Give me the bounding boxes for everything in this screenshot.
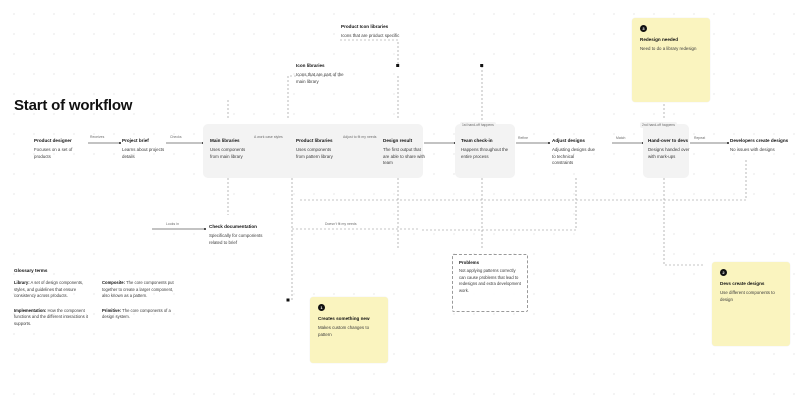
annotation-title: Product Icon libraries bbox=[341, 24, 389, 29]
node-main-libraries[interactable]: Main libraries Uses components from main… bbox=[210, 138, 252, 160]
glossary-term: Primitive: bbox=[102, 307, 122, 313]
annotation-body: Icons that are part of the main library bbox=[296, 72, 344, 84]
node-body: Uses components from main library bbox=[210, 147, 246, 159]
sticky-badge: 1 bbox=[318, 304, 325, 311]
node-title: Project brief bbox=[122, 138, 149, 143]
sticky-badge: 3 bbox=[640, 25, 647, 32]
glossary-term: Library: bbox=[14, 280, 30, 285]
node-title: Team check-in bbox=[461, 138, 493, 143]
glossary-definition: The core components of a design system. bbox=[102, 307, 171, 320]
annotation-body: Icons that are product specific bbox=[341, 33, 400, 39]
edge-label-adjust-to-fit-my-needs: Adjust to fit my needs bbox=[343, 135, 377, 139]
node-body: Designs handed over with mark-ups bbox=[648, 147, 690, 159]
node-body: Adjusting designs due to technical const… bbox=[552, 147, 595, 166]
node-title: Hand-over to devs bbox=[648, 138, 689, 143]
edge-label-repeat: Repeat bbox=[694, 136, 706, 140]
glossary-definition: How the component functions and the diff… bbox=[14, 307, 88, 326]
edge-label-doesnt-fit-my-needs: Doesn't fit my needs bbox=[325, 222, 357, 226]
node-title: Design result bbox=[383, 138, 413, 143]
sticky-body: Need to do a library redesign bbox=[640, 46, 697, 52]
first-handoff-label: 1st hand-off happens bbox=[460, 122, 496, 128]
sticky-devs-create-designs[interactable]: 2 Devs create designs Use different comp… bbox=[712, 262, 790, 346]
edge-label-checks: Checks bbox=[170, 135, 182, 139]
sticky-title: Redesign needed bbox=[640, 37, 679, 42]
node-body: Focuses on a set of products bbox=[34, 147, 73, 159]
glossary: Glossary terms Library: A set of design … bbox=[14, 268, 190, 327]
sticky-redesign-needed[interactable]: 3 Redesign needed Need to do a library r… bbox=[632, 18, 710, 102]
sticky-body: Use different components to design bbox=[720, 290, 775, 302]
glossary-heading: Glossary terms bbox=[14, 268, 48, 273]
glossary-list: Library: A set of design components, sty… bbox=[14, 280, 190, 327]
node-body: Specifically for components related to b… bbox=[209, 233, 263, 245]
glossary-item: Implementation: How the component functi… bbox=[14, 308, 92, 328]
node-body: Happens throughout the entire process bbox=[461, 147, 509, 159]
libraries-panel bbox=[203, 124, 423, 178]
annotation-icon-libraries: Icon libraries Icons that are part of th… bbox=[296, 63, 352, 85]
node-check-documentation[interactable]: Check documentation Specifically for com… bbox=[209, 224, 263, 246]
node-team-check-in[interactable]: Team check-in Happens throughout the ent… bbox=[461, 138, 509, 160]
glossary-item: Primitive: The core components of a desi… bbox=[102, 308, 180, 328]
problems-title: Problems bbox=[459, 260, 480, 265]
hand-over-panel bbox=[643, 124, 689, 178]
node-title: Product designer bbox=[34, 138, 72, 143]
node-design-result[interactable]: Design result The first output that are … bbox=[383, 138, 425, 167]
glossary-term: Composite: bbox=[102, 280, 126, 285]
team-check-in-panel bbox=[455, 124, 515, 178]
problems-box: Problems Not applying patterns correctly… bbox=[452, 254, 528, 312]
node-product-designer[interactable]: Product designer Focuses on a set of pro… bbox=[34, 138, 86, 160]
edge-label-a-work-case-styles: A work case styles bbox=[254, 135, 283, 139]
glossary-item: Composite: The core components put toget… bbox=[102, 280, 180, 300]
sticky-body: Makes custom changes to pattern bbox=[318, 325, 370, 337]
node-title: Product libraries bbox=[296, 138, 333, 143]
annotation-title: Icon libraries bbox=[296, 63, 325, 68]
node-title: Adjust designs bbox=[552, 138, 585, 143]
sticky-title: Creates something new bbox=[318, 316, 370, 321]
node-hand-over-to-devs[interactable]: Hand-over to devs Designs handed over wi… bbox=[648, 138, 690, 160]
node-title: Developers create designs bbox=[730, 138, 789, 143]
edge-label-looks-in: Looks in bbox=[166, 222, 180, 226]
second-handoff-label: 2nd hand-off happens bbox=[640, 122, 677, 128]
node-adjust-designs[interactable]: Adjust designs Adjusting designs due to … bbox=[552, 138, 596, 167]
sticky-title: Devs create designs bbox=[720, 281, 765, 286]
node-developers-create-designs[interactable]: Developers create designs No issues with… bbox=[730, 138, 790, 154]
annotation-product-icon-libraries: Product Icon libraries Icons that are pr… bbox=[341, 24, 403, 40]
glossary-item: Library: A set of design components, sty… bbox=[14, 280, 92, 300]
edge-label-refine: Refine bbox=[518, 136, 529, 140]
glossary-definition: A set of design components, styles, and … bbox=[14, 280, 84, 298]
sticky-badge: 2 bbox=[720, 269, 727, 276]
node-title: Main libraries bbox=[210, 138, 240, 143]
glossary-term: Implementation: bbox=[14, 307, 47, 313]
node-title: Check documentation bbox=[209, 224, 257, 229]
node-body: No issues with designs bbox=[730, 147, 775, 153]
node-body: Learns about projects details bbox=[122, 147, 165, 159]
node-product-libraries[interactable]: Product libraries Uses components from p… bbox=[296, 138, 340, 160]
edge-label-match: Match bbox=[616, 136, 626, 140]
node-body: The first output that are able to share … bbox=[383, 147, 425, 166]
page-title: Start of workflow bbox=[14, 97, 133, 114]
problems-body: Not applying patterns correctly can caus… bbox=[459, 268, 521, 293]
edge-label-receives: Receives bbox=[90, 135, 105, 139]
sticky-creates-something-new[interactable]: 1 Creates something new Makes custom cha… bbox=[310, 297, 388, 363]
node-project-brief[interactable]: Project brief Learns about projects deta… bbox=[122, 138, 168, 160]
glossary-definition: The core components put together to crea… bbox=[102, 280, 174, 298]
node-body: Uses components from pattern library bbox=[296, 147, 333, 159]
